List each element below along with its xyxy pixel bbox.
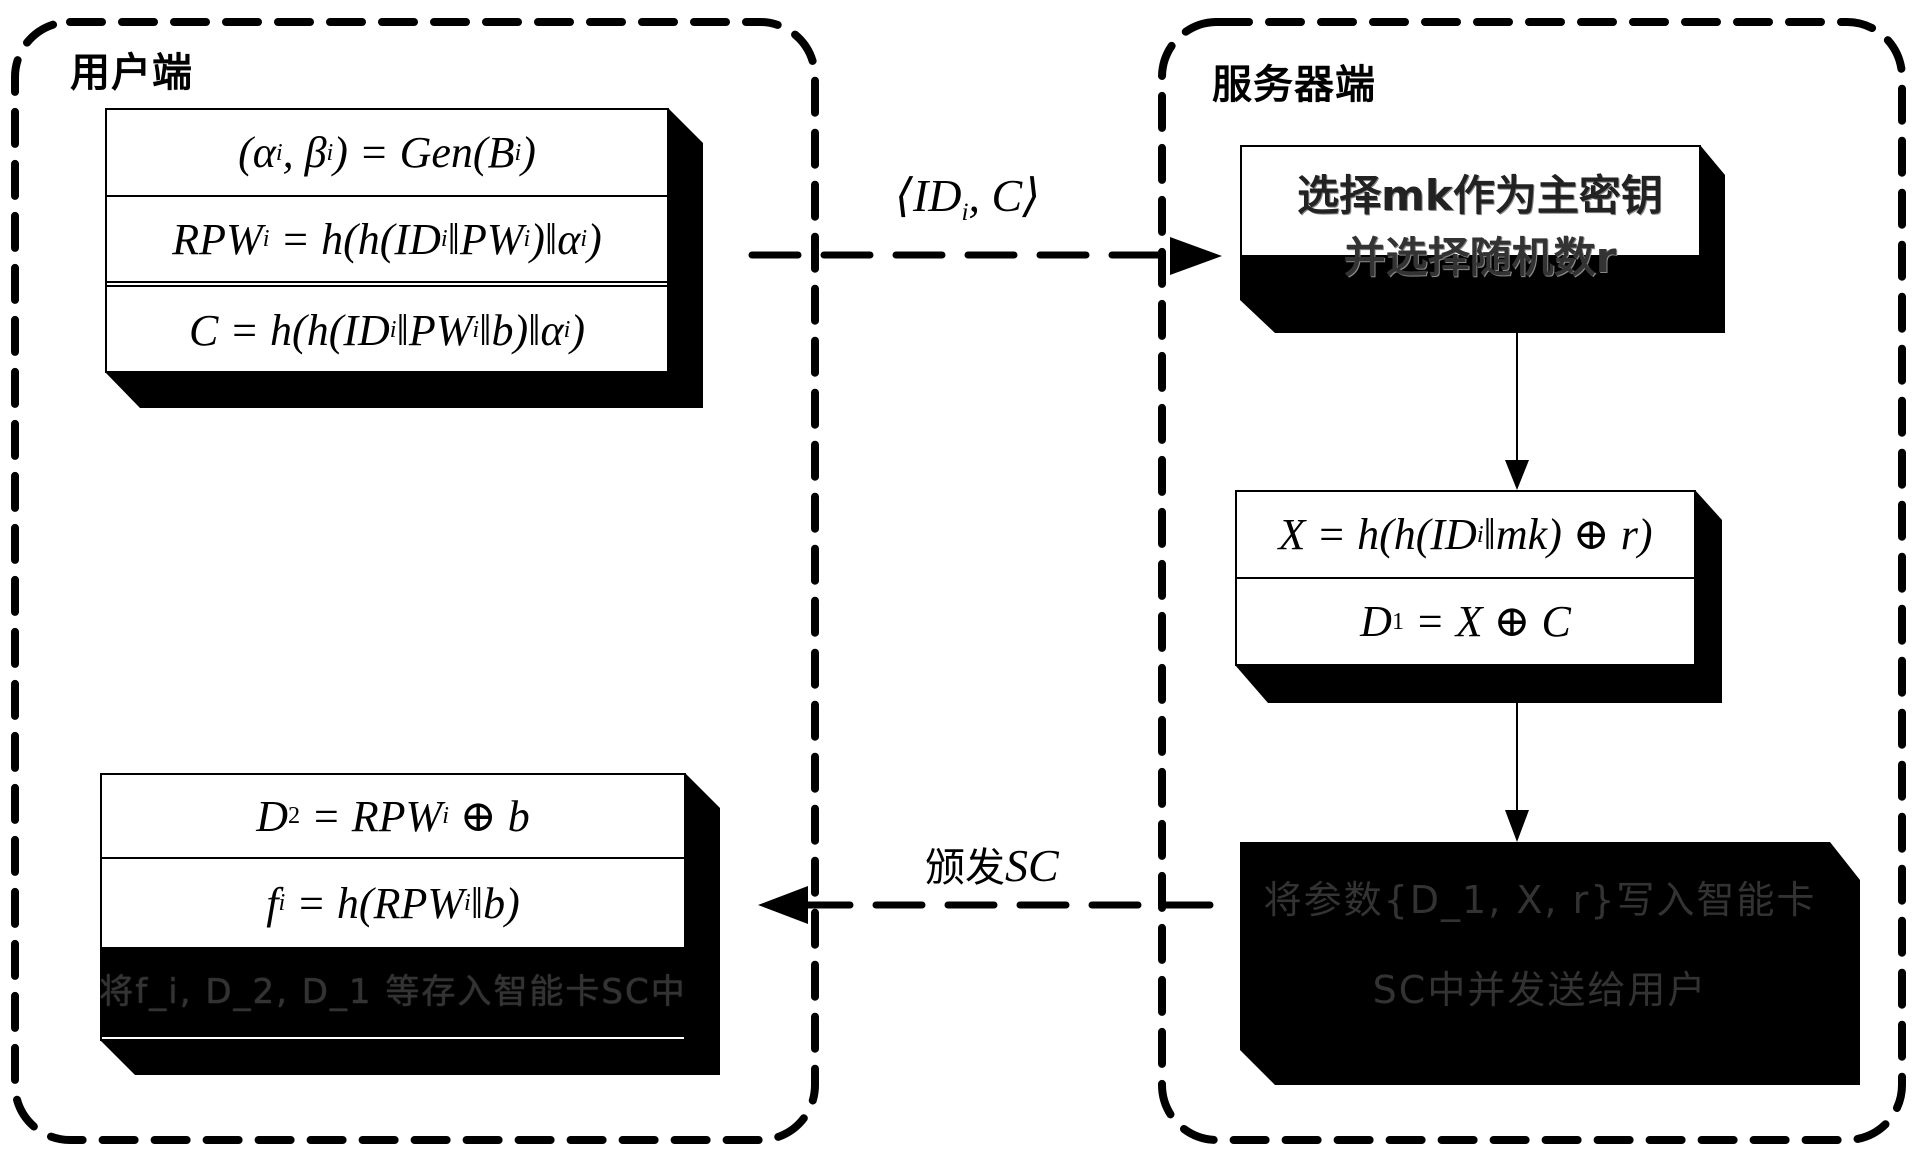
client-container	[11, 18, 819, 1144]
message-to-server-label: ⟨IDi, C⟩	[895, 170, 1041, 226]
message-to-client-label: 颁发SC	[925, 840, 1059, 891]
server-select-box	[1240, 145, 1701, 257]
select-random-line: 并选择随机数r	[1343, 233, 1617, 282]
server-issue-text: 将参数{D_1, X, r}写入智能卡 SC中并发送给用户	[1250, 855, 1830, 1035]
client-title: 用户端	[70, 50, 193, 96]
issue-params-line: 将参数{D_1, X, r}写入智能卡	[1263, 878, 1817, 922]
arrow-to-server-head	[1170, 237, 1222, 275]
flow-arrow-2-head	[1505, 810, 1529, 842]
arrow-to-client-head	[758, 886, 808, 924]
server-container	[1158, 18, 1906, 1144]
flow-arrow-1-head	[1505, 460, 1529, 490]
server-select-text: 选择mk作为主密钥 并选择随机数r	[1240, 165, 1720, 289]
issue-send-line: SC中并发送给用户	[1372, 968, 1708, 1012]
store-into-card-row: 将f_i, D_2, D_1 等存入智能卡SC中	[99, 947, 685, 1039]
server-title: 服务器端	[1212, 62, 1376, 108]
select-master-key-line: 选择mk作为主密钥	[1297, 171, 1663, 220]
